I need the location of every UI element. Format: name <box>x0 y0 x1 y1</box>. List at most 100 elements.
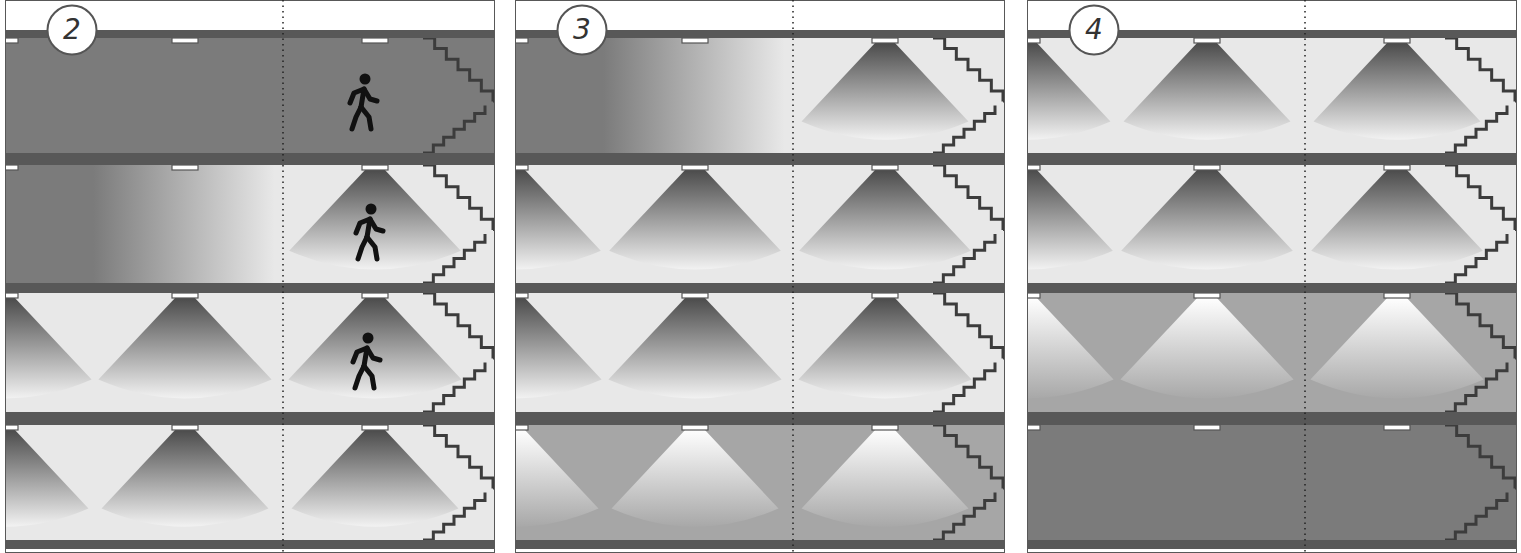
light-cone <box>1124 42 1291 140</box>
ceiling-lamp <box>1027 293 1040 298</box>
stair-flight <box>1445 425 1515 489</box>
stair-flight <box>1445 234 1507 283</box>
circle-shape <box>1070 6 1119 55</box>
stair-flight <box>933 234 995 283</box>
floor <box>1027 165 1517 283</box>
sensor-boundary <box>282 0 284 553</box>
ceiling-lamp <box>872 425 898 430</box>
step-number: 2 <box>63 16 81 44</box>
ceiling-lamp <box>1027 165 1040 170</box>
stair-flight <box>423 38 493 102</box>
floor-slab <box>515 412 1005 425</box>
stair-flight <box>1445 38 1515 102</box>
light-cone <box>288 297 461 398</box>
ceiling-lamp <box>172 38 198 43</box>
floor-slab <box>515 153 1005 165</box>
ceiling-lamp <box>362 38 388 43</box>
person-leg <box>361 107 371 129</box>
person-head <box>360 74 371 85</box>
floor-space <box>5 293 495 412</box>
sensor-boundary <box>1304 0 1306 553</box>
walking-person <box>350 74 377 130</box>
ceiling-lamp <box>515 425 528 430</box>
light-cone <box>98 297 271 398</box>
stair-flight <box>423 425 493 489</box>
circle-shape <box>558 6 607 55</box>
ceiling-lamp <box>515 165 528 170</box>
person-head <box>366 204 377 215</box>
ceiling-lamp <box>172 425 198 430</box>
stair-flight <box>423 293 493 359</box>
person-leg <box>367 237 377 259</box>
panel-ground <box>5 0 495 553</box>
light-cone <box>515 429 598 527</box>
floor <box>1027 38 1517 153</box>
floor-space <box>1027 293 1517 412</box>
floor-slab <box>515 540 1005 549</box>
person-leg <box>358 237 367 259</box>
ceiling-lamp <box>1384 165 1410 170</box>
ceiling-lamp <box>515 38 528 43</box>
ceiling-lamp <box>1194 425 1220 430</box>
floor <box>515 165 1005 283</box>
floor-space <box>1027 425 1517 540</box>
light-cone <box>5 429 88 527</box>
light-cone <box>1310 297 1483 398</box>
light-cone <box>102 429 269 527</box>
floor-slab <box>5 153 495 165</box>
stair-flight <box>1445 293 1515 359</box>
floor-slab <box>515 283 1005 293</box>
floor-space <box>5 38 495 153</box>
sensor-boundary <box>792 0 794 553</box>
floor <box>515 293 1005 412</box>
stair-flight <box>933 493 995 541</box>
stair-flight <box>423 363 485 413</box>
stair-flight <box>423 106 485 154</box>
stair-flight <box>933 106 995 154</box>
ceiling-lamp <box>172 293 198 298</box>
person-leg <box>355 366 364 388</box>
walking-person <box>356 204 383 260</box>
floor-space <box>5 165 495 283</box>
light-cone <box>798 297 971 398</box>
ceiling-lamp <box>1384 425 1410 430</box>
person-leg <box>352 107 361 129</box>
light-cone <box>1314 42 1481 140</box>
light-cone <box>1120 297 1293 398</box>
ceiling-lamp <box>515 293 528 298</box>
panel-ground <box>515 0 1005 553</box>
ceiling-lamp <box>872 293 898 298</box>
light-cone <box>1311 169 1483 270</box>
floor-space <box>515 425 1005 540</box>
light-cone <box>1027 42 1110 140</box>
light-cone <box>608 297 781 398</box>
ceiling-lamp <box>5 38 18 43</box>
stair-flight <box>933 363 995 413</box>
stair-flight <box>933 38 1003 102</box>
light-cone <box>1027 297 1114 398</box>
ceiling-lamp <box>172 165 198 170</box>
ceiling-lamp <box>1384 38 1410 43</box>
person-leg <box>364 366 374 388</box>
building-section <box>1027 0 1517 553</box>
floor <box>1027 293 1517 412</box>
stair-flight <box>933 425 1003 489</box>
light-cone <box>609 169 781 270</box>
ceiling-lamp <box>5 425 18 430</box>
step-number: 3 <box>573 16 591 44</box>
floor <box>5 165 495 283</box>
stair-flight <box>423 165 493 230</box>
floor-slab <box>5 283 495 293</box>
floor-slab <box>1027 540 1517 549</box>
floor-slab <box>1027 283 1517 293</box>
circle-shape <box>48 6 97 55</box>
ceiling-lamp <box>362 165 388 170</box>
ceiling-lamp <box>1027 38 1040 43</box>
ceiling-lamp <box>362 425 388 430</box>
stair-flight <box>1445 165 1515 230</box>
floor-space <box>515 165 1005 283</box>
ceiling-lamp <box>682 425 708 430</box>
light-cone <box>292 429 459 527</box>
person-arms <box>356 219 383 233</box>
